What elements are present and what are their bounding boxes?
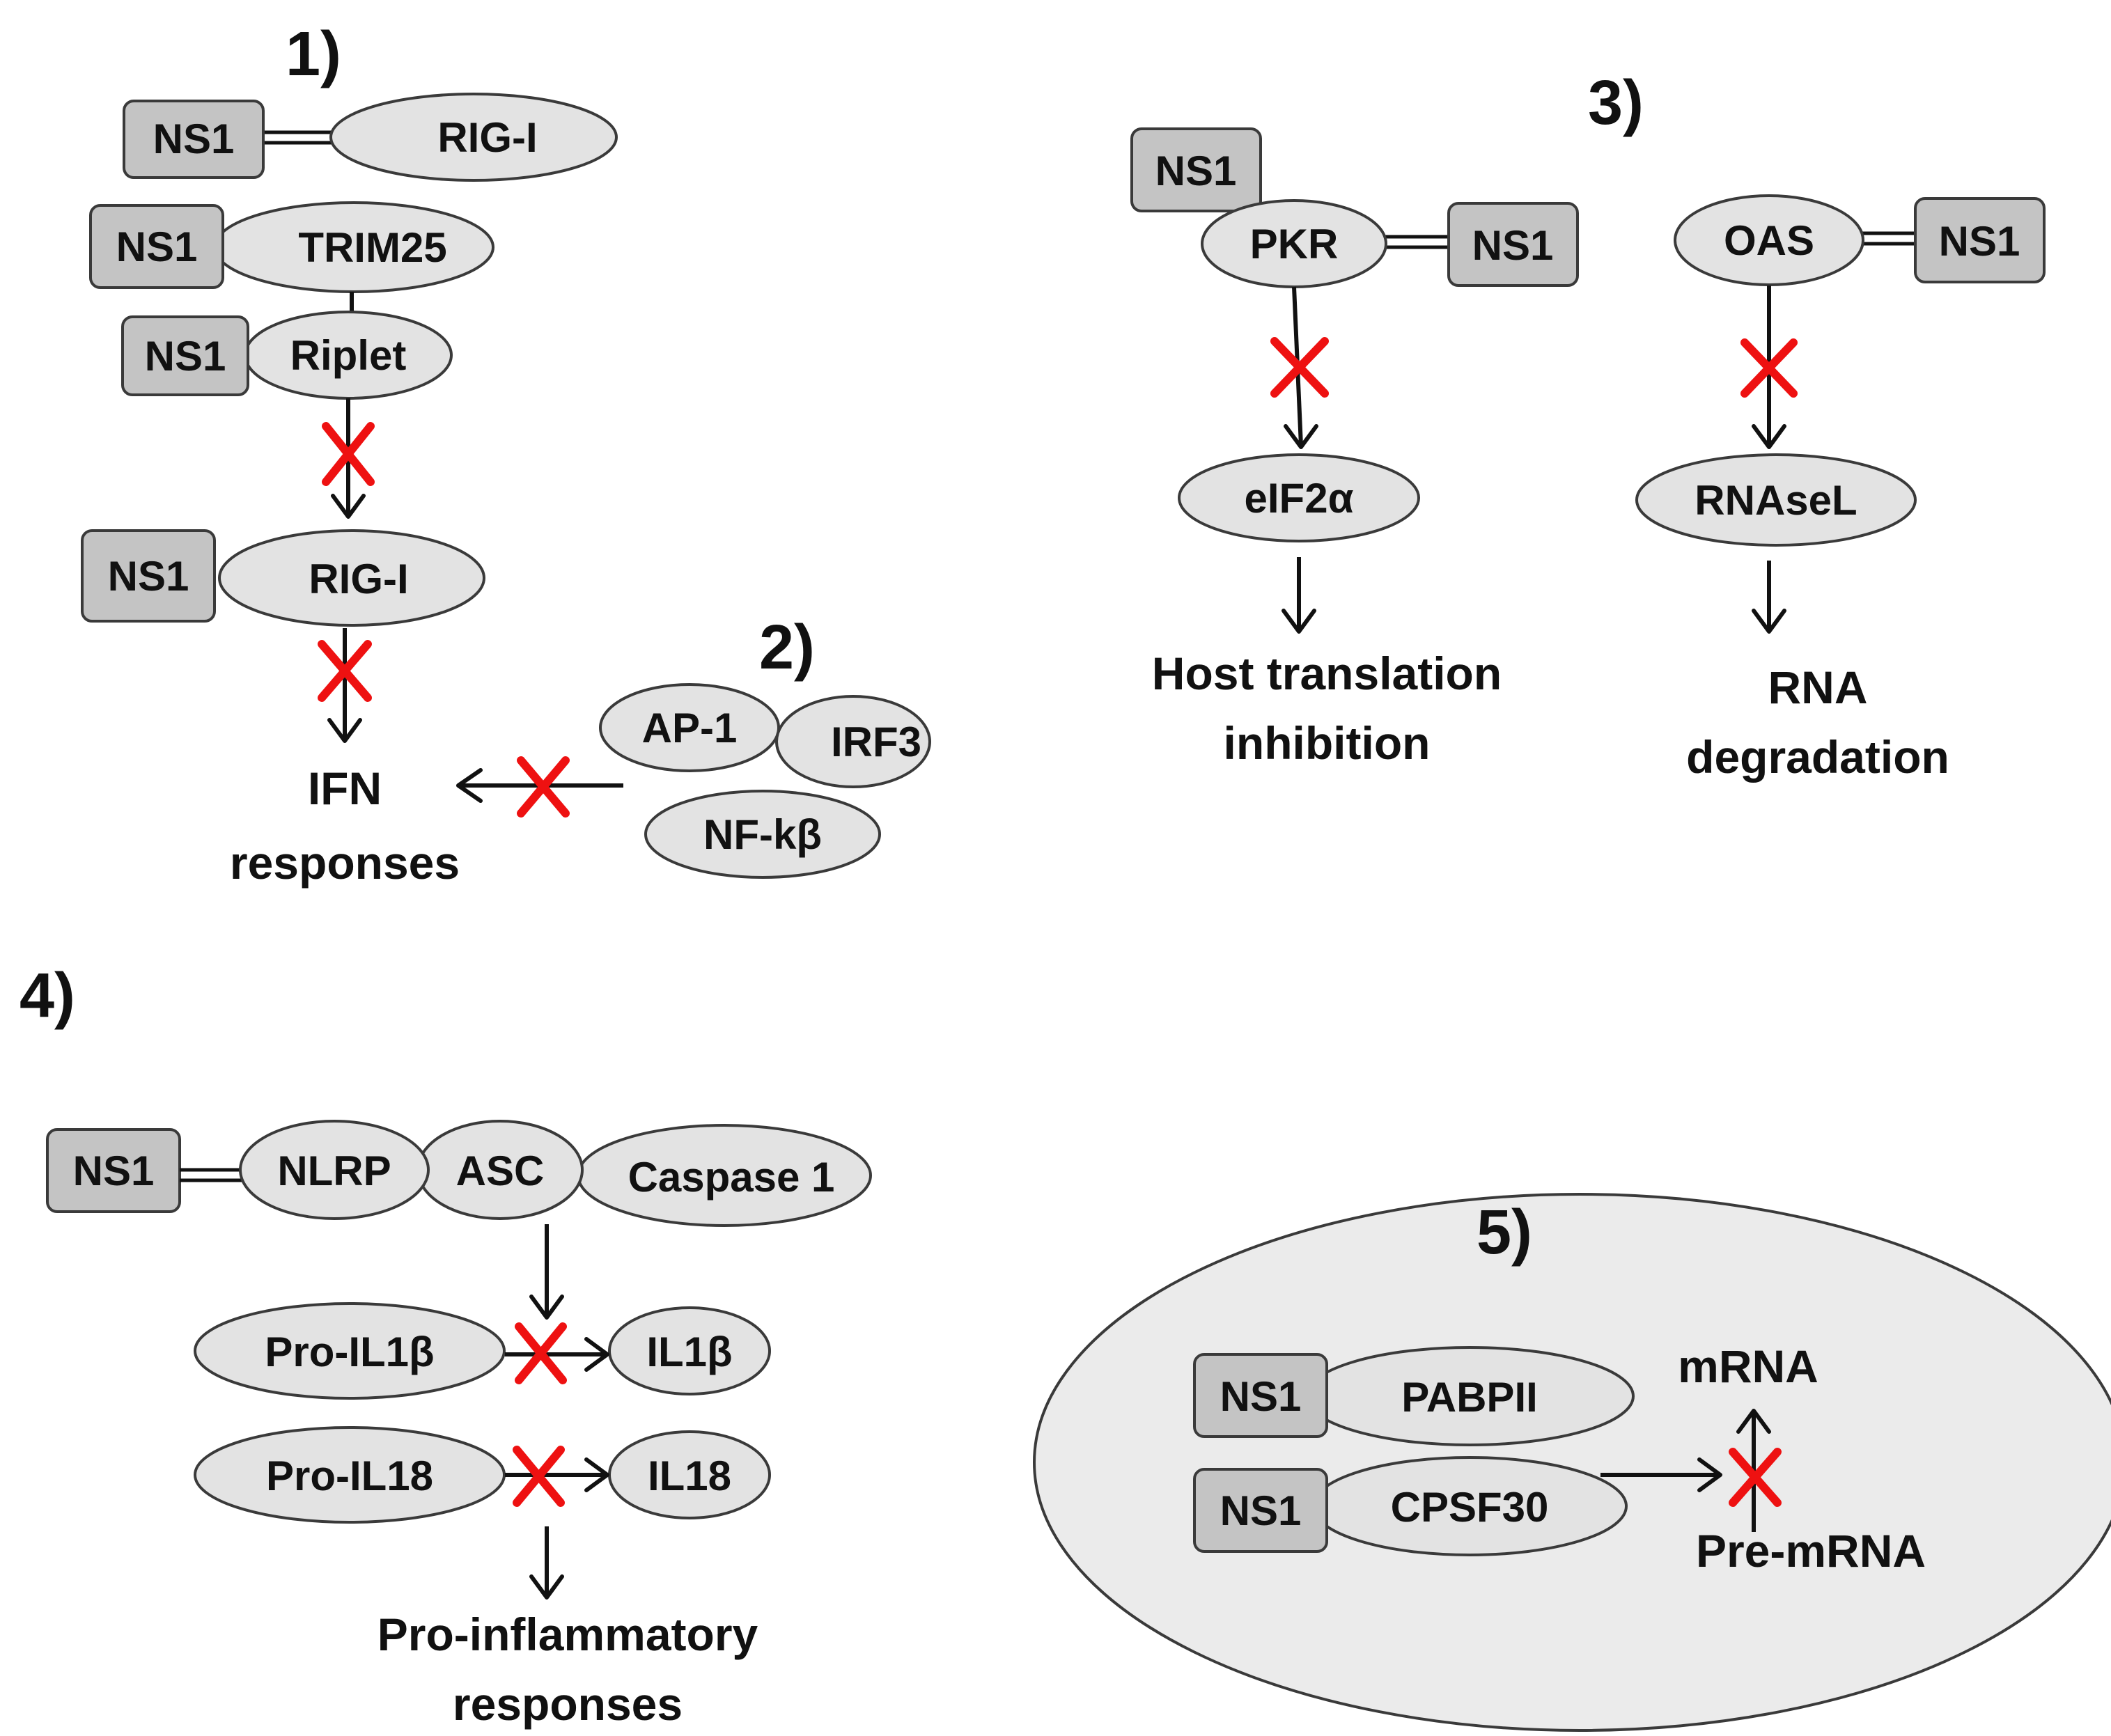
- ns1-label: NS1: [1472, 222, 1554, 269]
- pre-mrna-label: Pre-mRNA: [1696, 1525, 1926, 1577]
- ns1-label: NS1: [1155, 148, 1237, 194]
- pkr-label: PKR: [1250, 221, 1339, 267]
- ns1-box: [1193, 1353, 1328, 1438]
- nf-kb-label: NF-kβ: [703, 811, 822, 858]
- panel-3: 3) NS1 PKR NS1 eIF2α Host translation in…: [1130, 68, 2046, 783]
- pro-il1b-label: Pro-IL1β: [265, 1329, 434, 1375]
- rig-i-label: RIG-I: [309, 556, 408, 602]
- ns1-label: NS1: [108, 553, 189, 600]
- irf3-ellipse: [775, 695, 931, 788]
- panel-2: 2) AP-1 IRF3 NF-kβ: [456, 613, 931, 879]
- nucleus-ellipse: [1033, 1193, 2111, 1732]
- ns1-label: NS1: [73, 1148, 155, 1194]
- ns1-box: [1130, 127, 1262, 212]
- ns1-box: [89, 204, 224, 289]
- rna-degradation-label-line2: degradation: [1686, 731, 1949, 783]
- panel-4: 4) NS1 Caspase 1 ASC NLRP Pro-IL1β IL1β …: [20, 961, 872, 1730]
- pro-inflammatory-responses-label-line2: responses: [453, 1678, 683, 1730]
- pro-il1b-ellipse: [194, 1302, 506, 1400]
- trim25-label: TRIM25: [298, 224, 446, 271]
- ns1-label: NS1: [145, 333, 226, 380]
- ns1-box: [1193, 1468, 1328, 1553]
- nf-kb-ellipse: [644, 790, 881, 879]
- ns1-box: [1447, 202, 1579, 287]
- irf3-label: IRF3: [831, 719, 921, 765]
- ap-1-label: AP-1: [642, 705, 738, 751]
- il1b-ellipse: [608, 1306, 771, 1395]
- eif2a-ellipse: [1178, 453, 1420, 542]
- panel-1-number: 1): [286, 19, 341, 89]
- ns1-label: NS1: [116, 224, 198, 270]
- ns1-box: [1914, 197, 2046, 283]
- pro-il18-ellipse: [194, 1426, 506, 1524]
- panel-5-number: 5): [1477, 1198, 1532, 1267]
- panel-1: 1) RIG-I NS1 TRIM25 NS1 Riplet NS1 RIG-I…: [81, 19, 618, 889]
- ns1-label: NS1: [1220, 1373, 1302, 1420]
- nlrp-label: NLRP: [277, 1148, 391, 1194]
- ifn-responses-label-line2: responses: [230, 837, 460, 889]
- ns1-box: [81, 529, 216, 623]
- rig-i-ellipse: [329, 93, 618, 182]
- ap-1-ellipse: [599, 683, 780, 772]
- host-translation-inhibition-label-line2: inhibition: [1224, 717, 1431, 769]
- rnasel-label: RNAseL: [1695, 477, 1857, 524]
- panel-4-number: 4): [20, 961, 75, 1031]
- pabpii-label: PABPII: [1401, 1374, 1538, 1421]
- rnasel-ellipse: [1635, 453, 1917, 547]
- il18-label: IL18: [648, 1453, 731, 1499]
- il1b-label: IL1β: [646, 1329, 732, 1375]
- pro-inflammatory-responses-label: Pro-inflammatory: [377, 1609, 758, 1660]
- panel-3-number: 3): [1588, 68, 1644, 138]
- panel-2-number: 2): [759, 613, 815, 682]
- panel-5: 5) PABPII NS1 CPSF30 NS1 mRNA Pre-mRNA: [1033, 1193, 2111, 1732]
- ns1-box: [123, 100, 265, 179]
- cpsf30-label: CPSF30: [1391, 1484, 1549, 1531]
- riplet-label: Riplet: [290, 332, 407, 379]
- rna-degradation-label: RNA: [1768, 662, 1868, 713]
- caspase-1-label: Caspase 1: [628, 1154, 835, 1201]
- host-translation-inhibition-label: Host translation: [1152, 648, 1502, 699]
- oas-ellipse: [1674, 194, 1864, 286]
- ns1-box: [121, 315, 249, 396]
- rig-i-label: RIG-I: [437, 114, 537, 161]
- pro-il18-label: Pro-IL18: [266, 1453, 433, 1499]
- rig-i-ellipse: [218, 529, 485, 627]
- ifn-responses-label: IFN: [308, 763, 382, 814]
- oas-label: OAS: [1724, 217, 1814, 264]
- ns1-label: NS1: [153, 116, 235, 162]
- eif2a-label: eIF2α: [1245, 475, 1354, 522]
- asc-label: ASC: [456, 1148, 545, 1194]
- ns1-label: NS1: [1939, 218, 2020, 265]
- nlrp-ellipse: [239, 1120, 430, 1220]
- ns1-label: NS1: [1220, 1487, 1302, 1534]
- mrna-label: mRNA: [1678, 1340, 1818, 1392]
